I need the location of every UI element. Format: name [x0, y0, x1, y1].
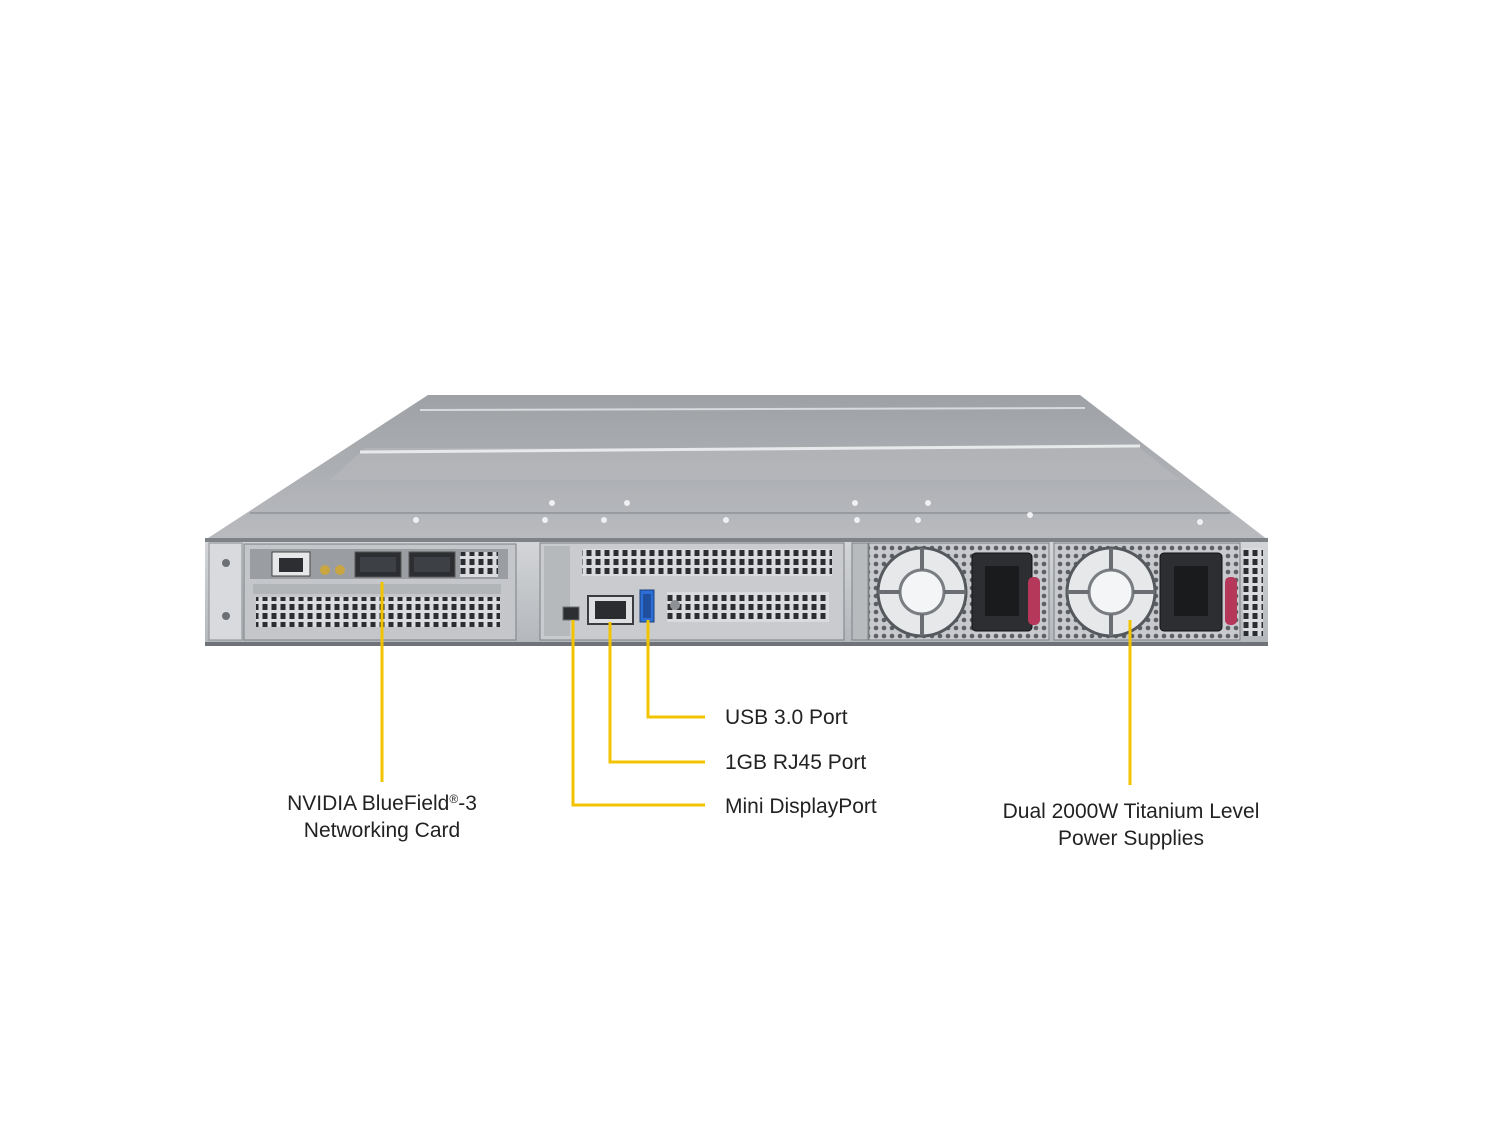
bluefield-label-line2: Networking Card	[303, 819, 461, 842]
rj45-label: 1GB RJ45 Port	[725, 751, 867, 774]
io-bay	[539, 542, 845, 641]
displayport-label: Mini DisplayPort	[725, 795, 877, 818]
psu-label-line2: Power Supplies	[1058, 827, 1204, 850]
displayport-icon	[562, 606, 580, 621]
vent-grille	[582, 549, 832, 576]
psu-handle	[1225, 577, 1237, 625]
callout-lines	[380, 582, 1132, 807]
vent-grille	[667, 592, 829, 622]
top-screws	[413, 500, 1203, 525]
psu-label: Dual 2000W Titanium Level Power Supplies	[981, 798, 1281, 852]
callout-line-displayport	[571, 620, 705, 807]
power-supply-2	[1053, 542, 1263, 641]
usb-label: USB 3.0 Port	[725, 706, 848, 729]
psu-handle	[1028, 577, 1040, 625]
chassis-top-sheen	[330, 448, 1180, 480]
callout-line-rj45	[608, 622, 705, 764]
psu-label-line1: Dual 2000W Titanium Level	[1002, 800, 1260, 823]
bluefield-label: NVIDIA BlueField®-3 Networking Card	[252, 790, 512, 844]
vent-grille	[256, 597, 500, 627]
top-seam-line	[419, 407, 1086, 411]
power-supply-1	[851, 542, 1050, 641]
callout-line-usb	[646, 620, 705, 719]
top-seam-line	[359, 444, 1141, 454]
bluefield-label-line1: NVIDIA BlueField®-3	[287, 792, 477, 815]
server-chassis	[205, 395, 1268, 646]
bluefield-card-bay	[208, 542, 517, 641]
